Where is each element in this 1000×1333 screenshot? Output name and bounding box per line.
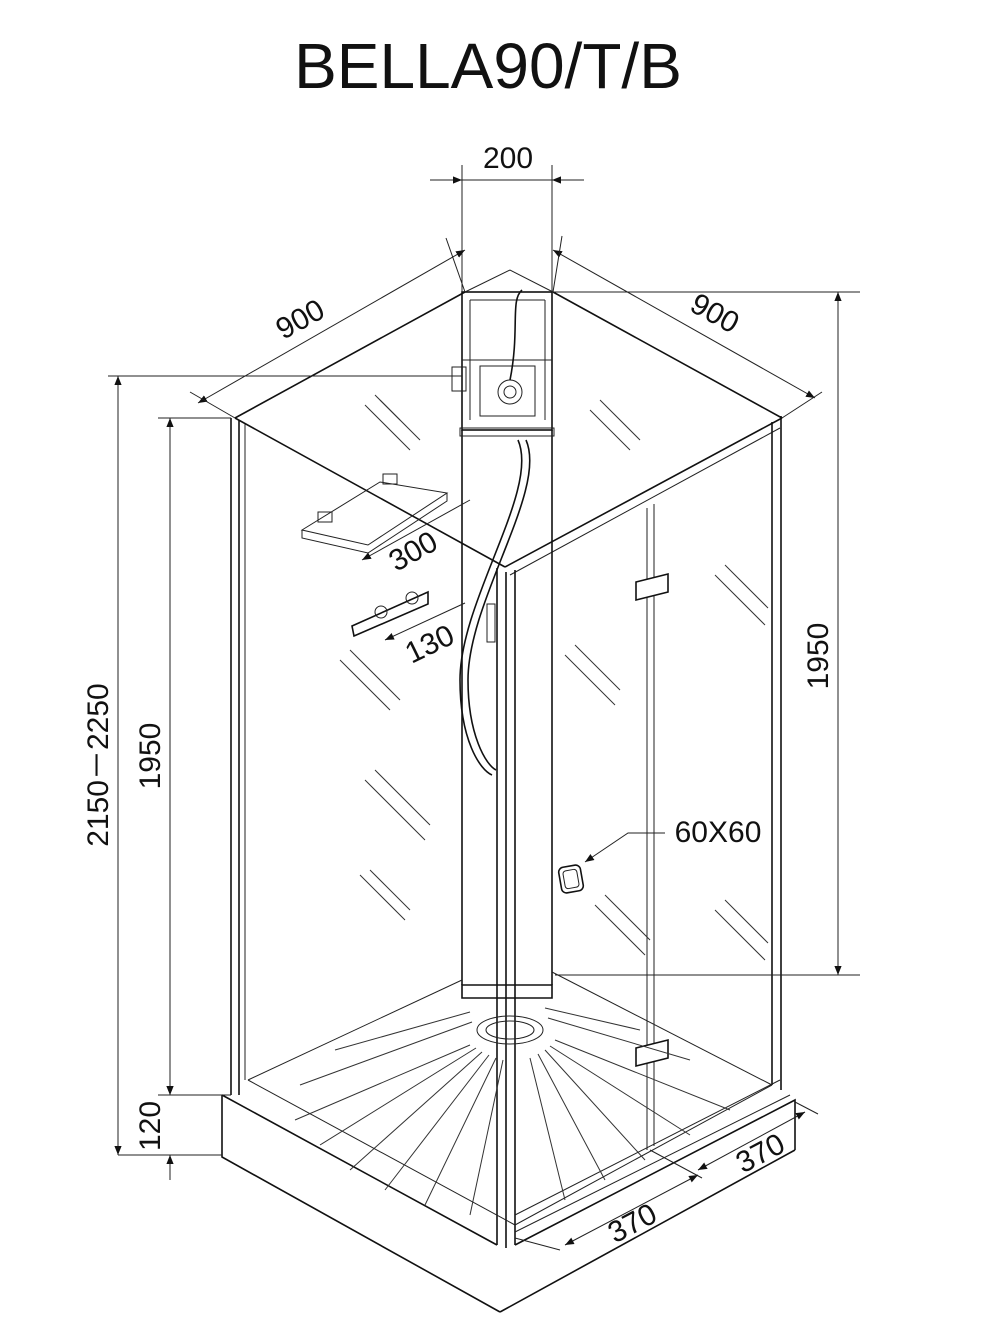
dimension-lines <box>108 165 860 1251</box>
dim-door-left: 370 <box>603 1197 663 1250</box>
dim-right-height: 1950 <box>802 623 835 690</box>
tray-ribs <box>294 1007 731 1216</box>
dim-left-height: 1950 <box>134 723 167 790</box>
glass-reflections <box>339 394 769 961</box>
dim-tray-height: 120 <box>134 1101 167 1151</box>
dim-total-height: 2150－2250 <box>82 683 115 846</box>
dim-column-width: 200 <box>483 142 533 175</box>
dim-right-width: 900 <box>685 287 745 340</box>
dim-mixer: 130 <box>400 619 459 671</box>
dim-left-width: 900 <box>271 293 331 346</box>
cabin-outline <box>221 269 796 1313</box>
diagram-title: BELLA90/T/B <box>294 30 682 102</box>
dim-shelf: 300 <box>384 525 444 578</box>
dim-door-right: 370 <box>731 1127 791 1180</box>
dim-handle: 60X60 <box>675 816 762 849</box>
